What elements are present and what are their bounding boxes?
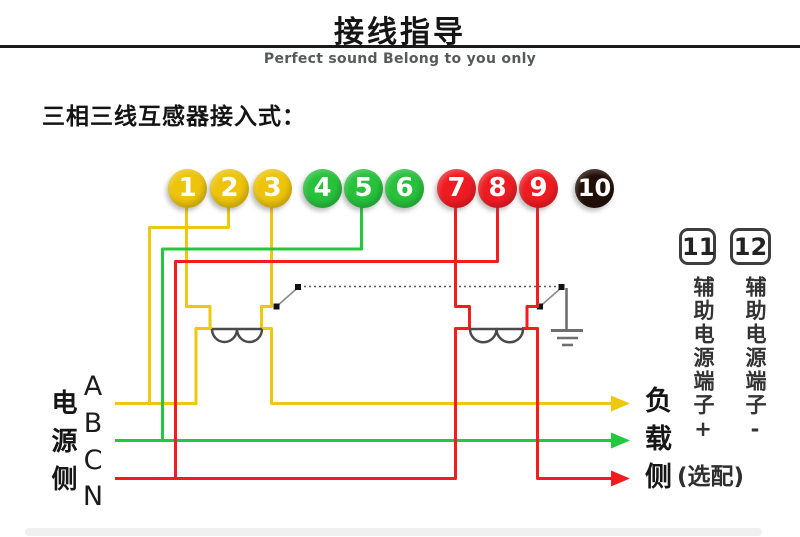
terminal-8: 8 — [478, 169, 517, 208]
terminal-5: 5 — [344, 169, 383, 208]
aux-terminal-11-badge: 11 — [679, 228, 716, 265]
load-arrow-c — [611, 470, 630, 487]
bottom-divider — [25, 528, 762, 536]
phase-label-a: A — [83, 371, 103, 402]
tagline: Perfect sound Belong to you only — [263, 51, 537, 67]
section-title: 三相三线互感器接入式： — [42, 104, 306, 130]
terminal-6: 6 — [385, 169, 424, 208]
earth-icon — [551, 288, 583, 347]
load-arrow-b — [611, 432, 630, 449]
phase-a-wire — [115, 206, 612, 405]
phase-label-b: B — [83, 408, 103, 439]
ct-2-icon — [468, 327, 525, 344]
ct-1-icon — [210, 327, 264, 344]
phase-label-n: N — [82, 481, 104, 512]
phase-b-wire — [115, 206, 612, 442]
header-divider — [0, 45, 800, 48]
terminal-1: 1 — [168, 169, 207, 208]
load-side-label: 负载侧 — [640, 386, 671, 500]
aux-terminal-12-badge: 12 — [730, 228, 771, 265]
terminal-9: 9 — [519, 169, 558, 208]
source-side-label: 电源侧 — [47, 389, 77, 503]
terminal-2: 2 — [210, 169, 249, 208]
page-title: 接线指导 — [334, 15, 466, 50]
terminal-7: 7 — [437, 169, 476, 208]
phase-label-c: C — [83, 445, 103, 476]
aux-terminal-11-label: 辅助电源端子+ — [691, 276, 715, 444]
optional-note: (选配) — [677, 464, 745, 490]
aux-terminal-12-label: 辅助电源端子- — [743, 276, 767, 444]
earth-link-wire — [273, 284, 565, 310]
terminal-3: 3 — [253, 169, 292, 208]
terminal-10: 10 — [575, 169, 614, 208]
terminal-4: 4 — [303, 169, 342, 208]
phase-c-wire — [115, 206, 612, 480]
load-arrow-a — [611, 395, 630, 412]
